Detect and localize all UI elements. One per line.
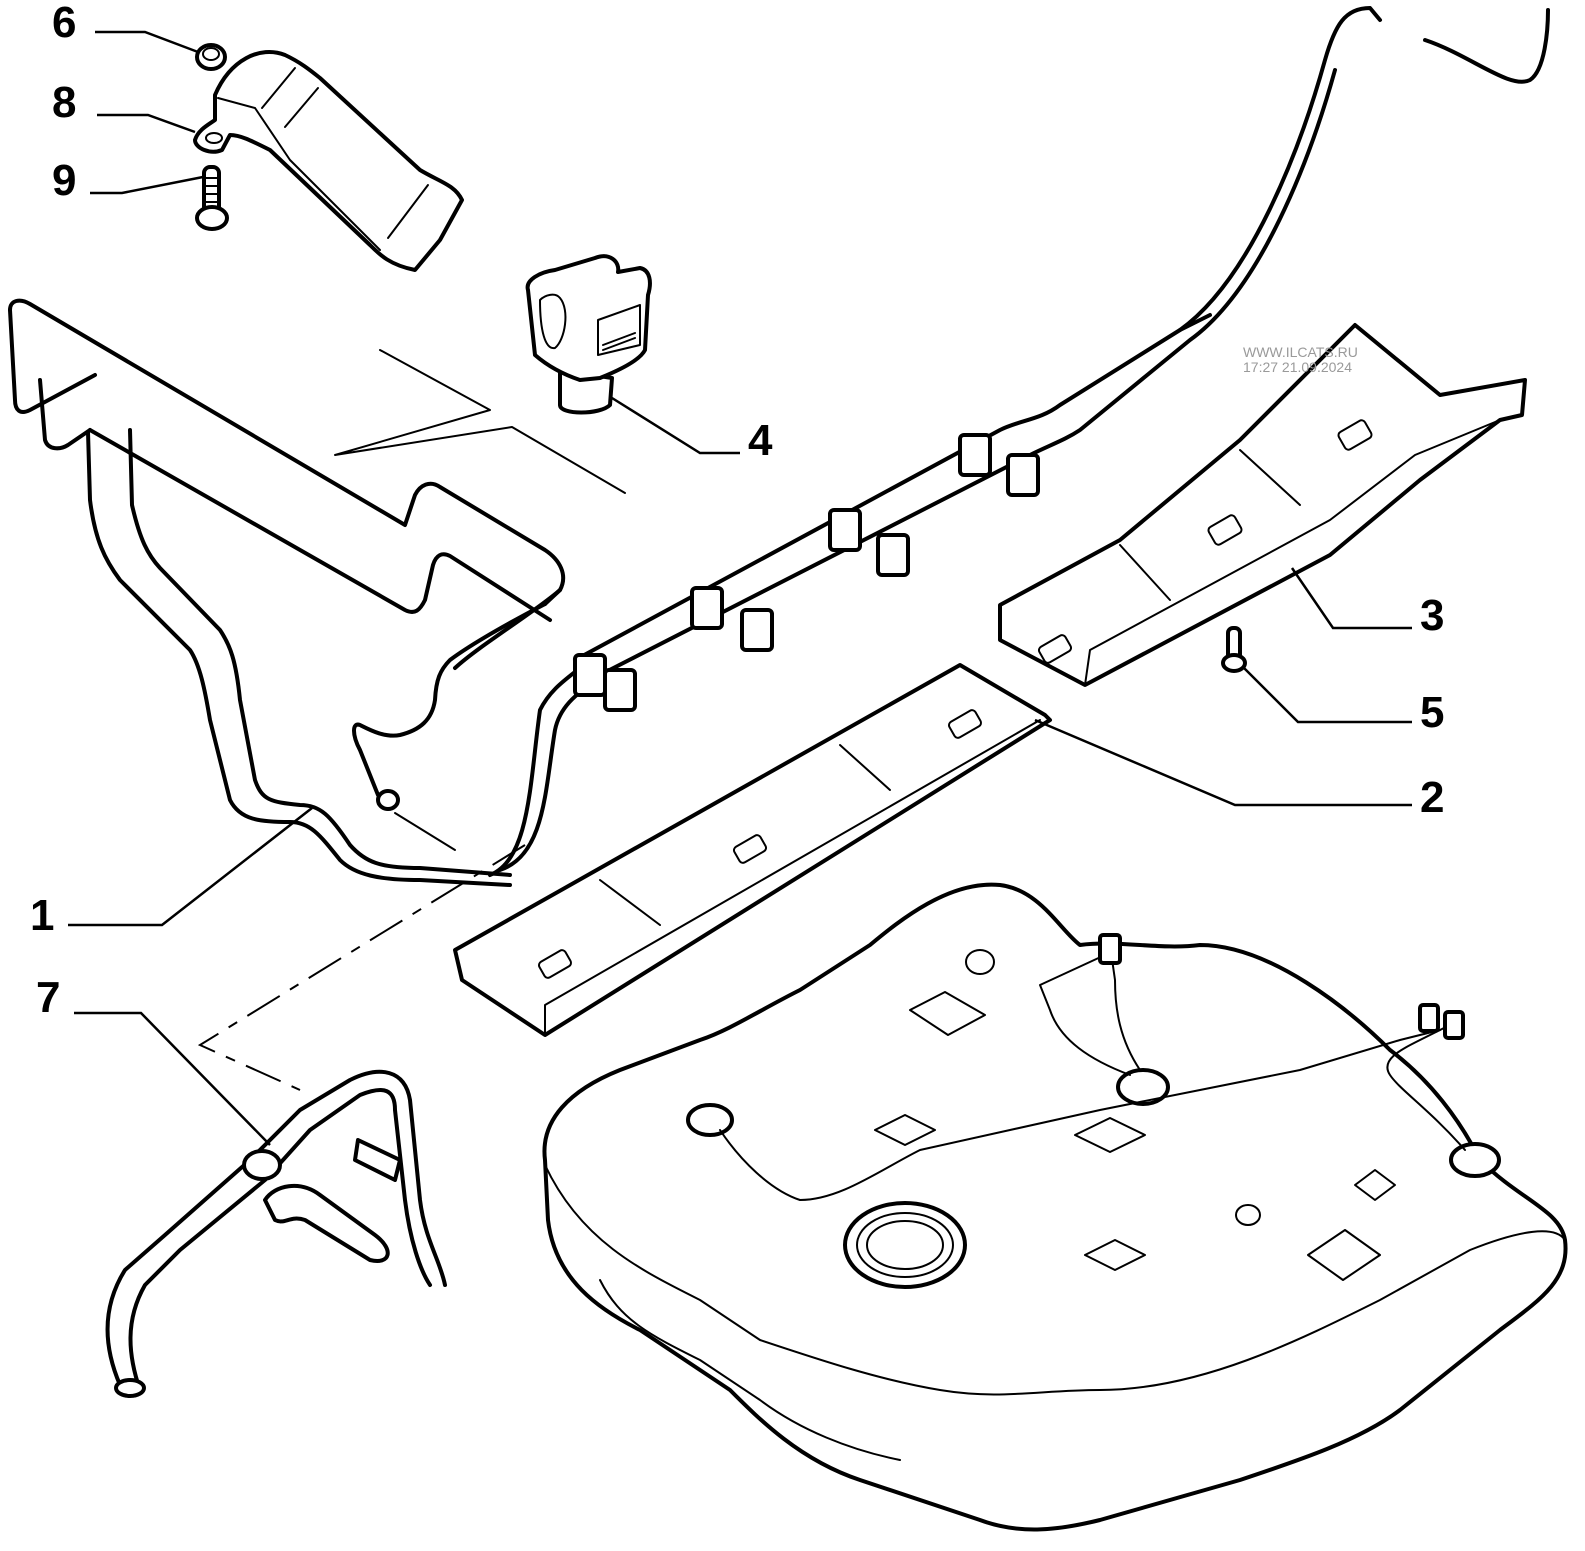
watermark-site: WWW.ILCATS.RU [1243,344,1358,360]
callout-8[interactable]: 8 [52,78,76,127]
callout-1[interactable]: 1 [30,891,54,940]
part-7-filler-hose[interactable] [105,1069,447,1398]
watermark: WWW.ILCATS.RU 17:27 21.09.2024 [1243,344,1358,375]
part-4-clip[interactable] [525,254,652,415]
part-2-front-strap[interactable] [453,663,1052,1037]
callout-3[interactable]: 3 [1420,591,1444,640]
part-8-heat-shield[interactable] [193,49,464,272]
callout-7[interactable]: 7 [36,973,60,1022]
callout-labels: 6 8 9 4 3 5 2 1 7 [30,0,1444,1022]
assembly-guide-lines [197,349,626,1091]
fuel-tank[interactable] [542,882,1568,1532]
fuel-line-rail[interactable] [573,6,1550,712]
callout-5[interactable]: 5 [1420,688,1444,737]
part-5-bolt[interactable] [1221,626,1247,673]
callout-4[interactable]: 4 [748,416,773,465]
watermark-timestamp: 17:27 21.09.2024 [1243,359,1352,375]
callout-leaders [68,30,1412,1146]
part-6-nut[interactable] [195,43,227,71]
part-9-bolt[interactable] [195,165,229,231]
part-3-rear-strap[interactable] [998,323,1527,687]
callout-6[interactable]: 6 [52,0,76,47]
rail-clip [573,433,1040,712]
callout-9[interactable]: 9 [52,156,76,205]
callout-2[interactable]: 2 [1420,773,1444,822]
part-1-fuel-pipes[interactable] [8,298,602,887]
